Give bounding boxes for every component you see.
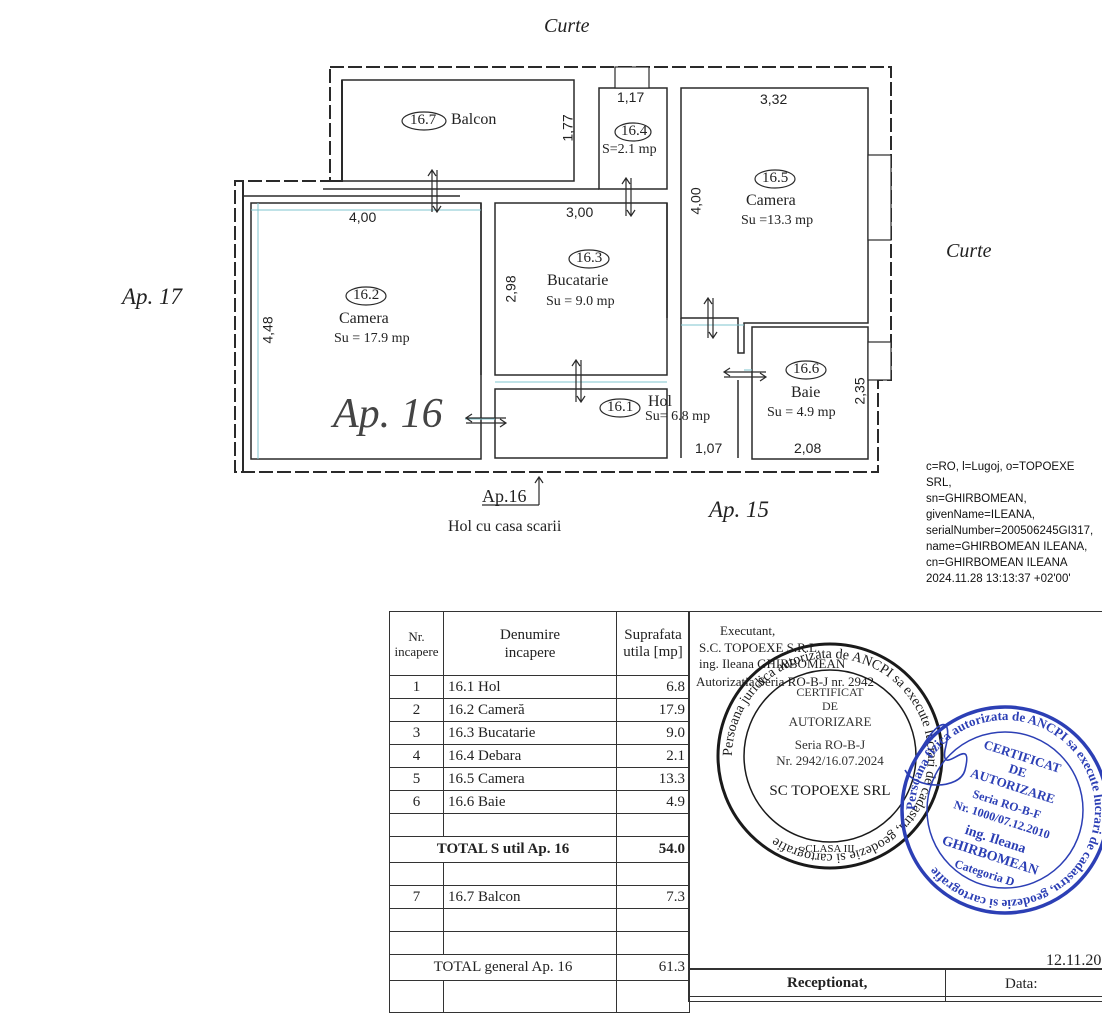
signature-line: serialNumber=200506245GI317, <box>926 525 1094 537</box>
room-id: 16.7 <box>410 112 437 128</box>
room-id: 16.1 <box>607 399 634 415</box>
header-area: Suprafata utila [mp] <box>616 611 690 676</box>
rooms-table: Nr. incapere Denumire incapere Suprafata… <box>389 611 690 1013</box>
stamp-company: Persoana juridica autorizata de ANCPI sa… <box>716 642 944 870</box>
ap16-entry-label: Ap.16 <box>482 486 527 506</box>
room-area: Su = 17.9 mp <box>334 331 410 346</box>
digital-signature: c=RO, l=Lugoj, o=TOPOEXE SRL, sn=GHIRBOM… <box>926 459 1102 587</box>
room-name: Camera <box>339 310 389 327</box>
room-id: 16.4 <box>621 123 648 139</box>
dimension-label: 1,77 <box>559 114 576 142</box>
executant-authorization: Autorizatia Seria RO-B-J nr. 2942 <box>696 674 874 689</box>
signature-line: givenName=ILEANA, <box>926 509 1035 521</box>
executant-engineer: ing. Ileana GHIRBOMEAN <box>699 656 846 671</box>
stamp-line: AUTORIZARE <box>789 714 872 729</box>
dimension-label: 2,08 <box>794 440 822 456</box>
executant-title: Executant, <box>720 623 776 638</box>
floor-plan <box>234 66 892 506</box>
header-nr: Nr. incapere <box>389 611 444 676</box>
room-area: Su = 4.9 mp <box>767 405 836 420</box>
signature-line: sn=GHIRBOMEAN, <box>926 493 1027 505</box>
signature-line: cn=GHIRBOMEAN ILEANA <box>926 557 1068 569</box>
data-label: Data: <box>1005 976 1038 992</box>
room-name: Camera <box>746 192 796 209</box>
room-name: Hol <box>648 393 672 410</box>
ap16-big-label: Ap. 16 <box>333 391 443 437</box>
stamp-line: Nr. 2942/16.07.2024 <box>776 753 884 768</box>
stamp-line: CLASA III <box>805 843 855 855</box>
dimension-label: 2,35 <box>851 377 868 405</box>
handwritten-signature <box>904 723 968 786</box>
stamp-line: SC TOPOEXE SRL <box>769 783 890 799</box>
executant-date: 12.11.20 <box>1046 952 1102 969</box>
dimension-label: 3,00 <box>566 204 594 220</box>
total-util-row: TOTAL S util Ap. 16 54.0 <box>389 836 690 863</box>
header-name: Denumire incapere <box>443 611 617 676</box>
ap17-label: Ap. 17 <box>122 284 183 309</box>
room-area: Su= 6.8 mp <box>645 409 711 424</box>
stamp-line: Seria RO-B-J <box>795 737 865 752</box>
curte-label-right: Curte <box>946 240 992 262</box>
room-id: 16.2 <box>353 287 380 303</box>
total-general-row: TOTAL general Ap. 16 61.3 <box>389 954 690 981</box>
room-area: Su =13.3 mp <box>741 213 814 228</box>
stamp-line: DE <box>1007 761 1029 781</box>
dimension-label: 1,17 <box>617 89 645 105</box>
dimension-label: 4,00 <box>349 209 377 225</box>
dimension-label: 2,98 <box>502 275 519 303</box>
stamp-personal: Persoana fizica autorizata de ANCPI sa e… <box>900 705 1102 915</box>
signature-line: c=RO, l=Lugoj, o=TOPOEXE SRL, <box>926 461 1075 489</box>
curte-label-top: Curte <box>544 15 590 37</box>
receptionat-label: Receptionat, <box>787 975 868 991</box>
stamp-line: DE <box>822 699 838 713</box>
room-id: 16.5 <box>762 170 789 186</box>
room-name: Bucatarie <box>547 272 609 289</box>
room-area: Su = 9.0 mp <box>546 294 615 309</box>
signature-line: 2024.11.28 13:13:37 +02'00' <box>926 573 1071 585</box>
dimension-label: 4,48 <box>259 316 276 344</box>
dimension-label: 4,00 <box>687 187 704 215</box>
room-name: Baie <box>791 384 821 401</box>
signature-line: name=GHIRBOMEAN ILEANA, <box>926 541 1088 553</box>
dimension-label: 1,07 <box>695 440 723 456</box>
stair-hall-label: Hol cu casa scarii <box>448 518 562 535</box>
room-name: Balcon <box>451 111 497 128</box>
dimension-label: 3,32 <box>760 91 788 107</box>
room-id: 16.6 <box>793 361 820 377</box>
ap15-label: Ap. 15 <box>709 497 770 522</box>
room-area: S=2.1 mp <box>602 142 657 157</box>
stamp-line: CERTIFICAT <box>796 685 864 699</box>
room-id: 16.3 <box>576 250 603 266</box>
